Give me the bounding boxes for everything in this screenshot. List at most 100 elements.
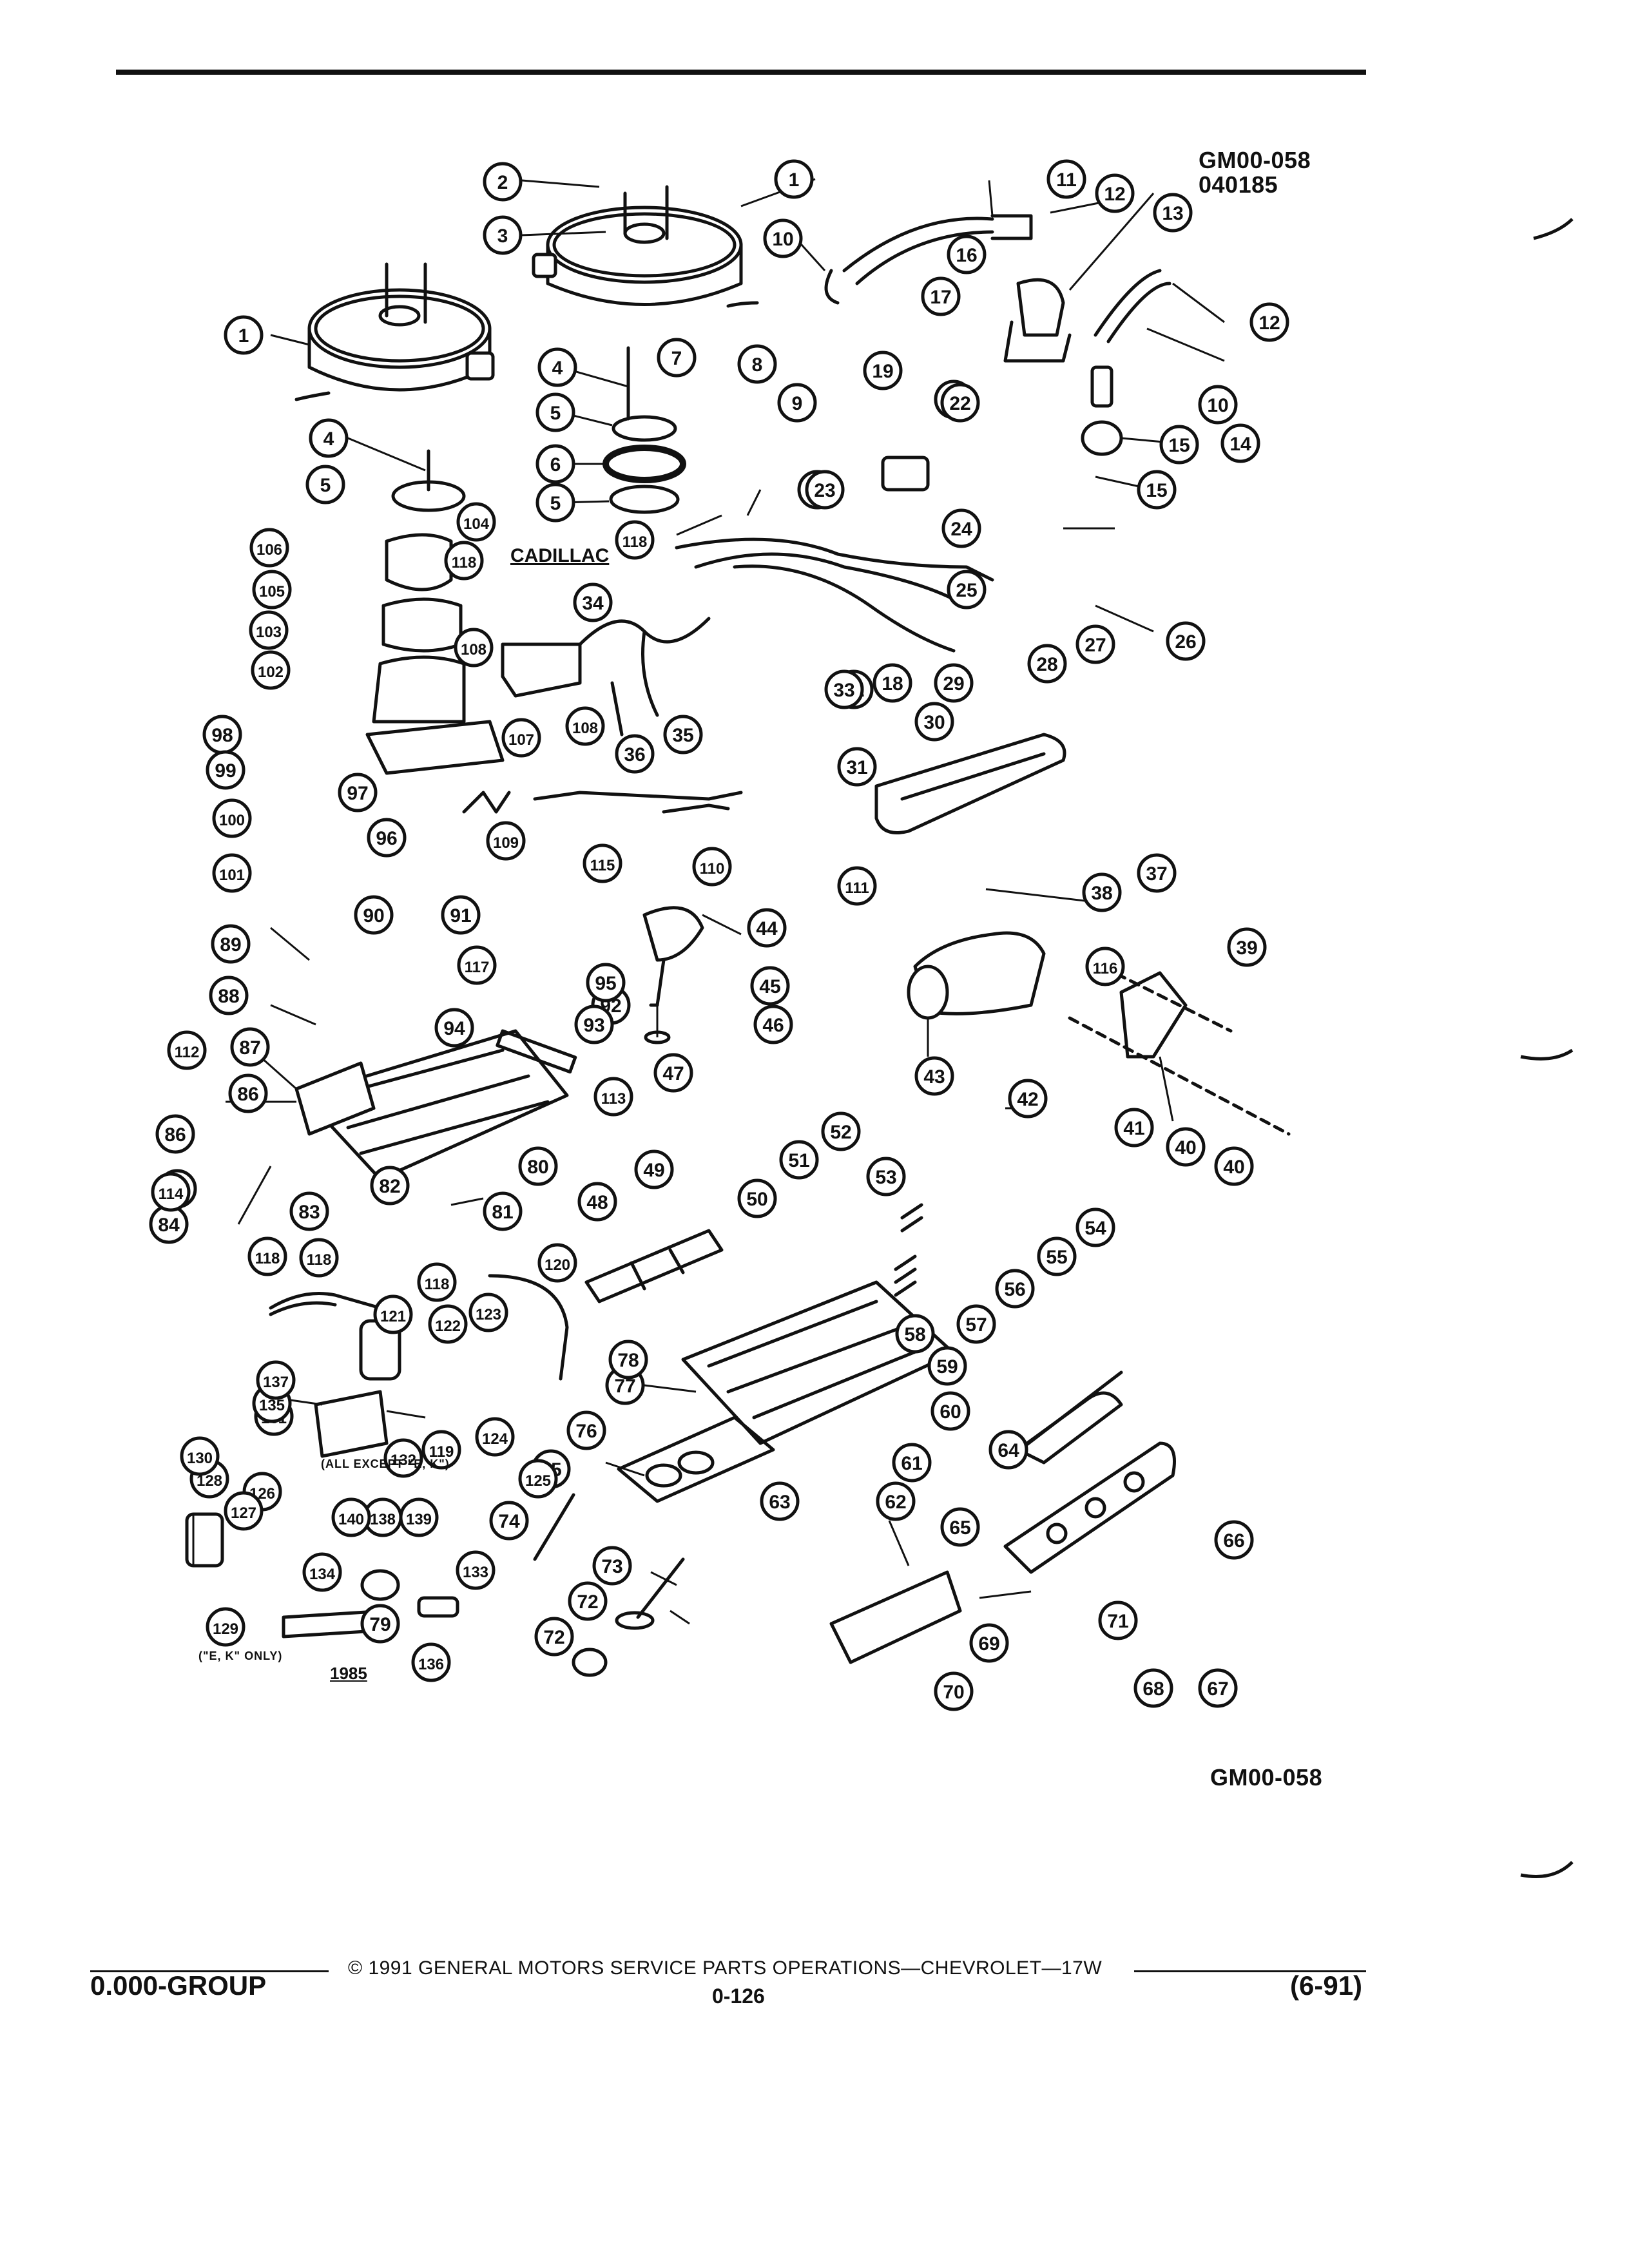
footer-rule-left <box>90 1970 329 1972</box>
callout-56: 56 <box>995 1269 1035 1309</box>
margin-mark <box>1533 218 1574 240</box>
callout-label: 87 <box>239 1037 260 1059</box>
callout-label: 10 <box>772 229 793 250</box>
callout-label: 108 <box>461 641 487 658</box>
callout-93: 93 <box>574 1004 614 1044</box>
callout-29: 29 <box>934 663 974 703</box>
callout-label: 31 <box>846 757 867 778</box>
callout-68: 68 <box>1133 1668 1173 1708</box>
callout-8: 8 <box>737 344 777 384</box>
callout-114: 114 <box>151 1172 191 1212</box>
cylinder-head-84 <box>681 1280 956 1445</box>
callout-52: 52 <box>821 1111 861 1151</box>
callout-55: 55 <box>1037 1236 1077 1276</box>
callout-118: 118 <box>444 541 484 581</box>
callout-label: 2 <box>497 172 508 193</box>
year-label: 1985 <box>330 1664 367 1683</box>
callout-118: 118 <box>417 1262 457 1302</box>
callout-label: 112 <box>175 1044 200 1061</box>
callout-132: 132 <box>383 1438 423 1478</box>
callout-label: 29 <box>943 673 964 695</box>
callout-label: 9 <box>792 393 803 414</box>
callout-33: 33 <box>824 669 864 709</box>
callout-label: 104 <box>463 515 490 533</box>
callout-133: 133 <box>456 1550 496 1590</box>
callout-label: 70 <box>943 1682 964 1703</box>
wiring-harness <box>675 537 994 582</box>
callout-label: 67 <box>1207 1678 1228 1700</box>
callout-label: 27 <box>1084 635 1106 656</box>
diagram-subcode: 040185 <box>1199 171 1278 198</box>
callout-79: 79 <box>360 1604 400 1644</box>
callout-label: 56 <box>1004 1279 1025 1300</box>
valve-79 <box>636 1557 685 1619</box>
callout-50: 50 <box>737 1178 777 1218</box>
callout-label: 134 <box>309 1566 336 1583</box>
callout-label: 133 <box>463 1564 488 1581</box>
callout-label: 49 <box>643 1160 664 1181</box>
callout-label: 40 <box>1223 1157 1244 1178</box>
valve-lifter-78 <box>572 1648 608 1677</box>
callout-24: 24 <box>941 508 981 548</box>
callout-label: 34 <box>582 593 604 614</box>
callout-15: 15 <box>1159 425 1199 465</box>
callout-117: 117 <box>457 945 497 985</box>
callout-label: 64 <box>998 1440 1019 1461</box>
callout-10: 10 <box>1198 385 1238 425</box>
rocker-54 <box>584 1229 724 1303</box>
callout-label: 50 <box>746 1189 767 1210</box>
callout-label: 117 <box>465 959 490 976</box>
callout-110: 110 <box>692 847 732 887</box>
callout-label: 89 <box>220 934 241 956</box>
callout-82: 82 <box>370 1166 410 1206</box>
callout-label: 4 <box>323 428 334 450</box>
callout-112: 112 <box>167 1030 207 1070</box>
callout-57: 57 <box>956 1304 996 1344</box>
callout-label: 61 <box>901 1453 922 1474</box>
callout-label: 88 <box>218 986 239 1007</box>
callout-label: 90 <box>363 905 384 927</box>
callout-14: 14 <box>1220 423 1260 463</box>
callout-label: 137 <box>263 1374 289 1391</box>
callout-label: 139 <box>406 1511 432 1528</box>
callout-10: 10 <box>763 218 803 258</box>
callout-label: 30 <box>923 712 945 733</box>
callout-40: 40 <box>1166 1127 1206 1167</box>
exhaust-manifold-70 <box>1016 1391 1123 1465</box>
valve-spring-59 <box>900 1203 923 1233</box>
callout-label: 82 <box>379 1176 400 1197</box>
callout-91: 91 <box>441 895 481 935</box>
callout-73: 73 <box>592 1546 632 1586</box>
callout-62: 62 <box>876 1481 916 1521</box>
callout-label: 86 <box>164 1124 186 1146</box>
callout-label: 105 <box>259 583 285 601</box>
callout-label: 16 <box>956 245 977 266</box>
callout-label: 111 <box>845 879 869 897</box>
callout-35: 35 <box>663 715 703 754</box>
callout-label: 93 <box>583 1015 604 1036</box>
callout-label: 5 <box>320 475 331 496</box>
callout-74: 74 <box>489 1501 529 1541</box>
callout-130: 130 <box>180 1436 220 1476</box>
callout-97: 97 <box>338 773 378 812</box>
callout-label: 74 <box>498 1511 520 1532</box>
callout-118: 118 <box>615 520 655 560</box>
callout-88: 88 <box>209 975 249 1015</box>
callout-125: 125 <box>518 1459 558 1499</box>
callout-1: 1 <box>224 315 264 355</box>
callout-22: 22 <box>940 383 980 423</box>
valve-cover-37 <box>874 733 1066 834</box>
callout-label: 125 <box>525 1472 551 1490</box>
callout-106: 106 <box>249 528 289 568</box>
valve-spring-63 <box>894 1254 917 1297</box>
callout-122: 122 <box>428 1304 468 1344</box>
callout-26: 26 <box>1166 621 1206 661</box>
callout-16: 16 <box>947 235 987 274</box>
callout-label: 25 <box>956 580 977 601</box>
callout-89: 89 <box>211 924 251 964</box>
callout-100: 100 <box>212 798 252 838</box>
callout-137: 137 <box>256 1360 296 1400</box>
callout-label: 129 <box>213 1620 238 1638</box>
callout-87: 87 <box>230 1027 270 1067</box>
